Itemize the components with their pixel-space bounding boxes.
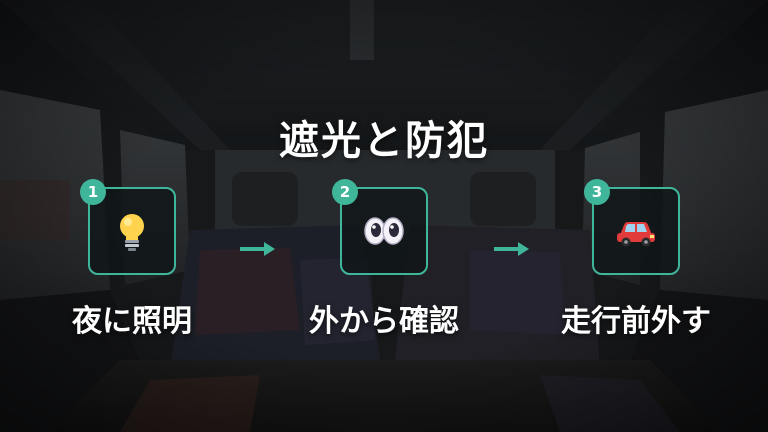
step-1: 1: [80, 179, 176, 275]
page-title: 遮光と防犯: [279, 118, 489, 164]
step-3-box: [592, 187, 680, 275]
step-3-label: 走行前外す: [561, 304, 711, 339]
eyes-icon: [364, 217, 404, 245]
step-1-badge: 1: [80, 179, 106, 205]
lightbulb-icon: [120, 214, 144, 251]
step-2-badge: 2: [332, 179, 358, 205]
step-3: 3: [584, 179, 680, 275]
step-3-badge: 3: [584, 179, 610, 205]
arrow-right-icon: [240, 242, 275, 256]
step-1-label: 夜に照明: [72, 304, 192, 339]
step-2: 2: [332, 179, 428, 275]
car-icon: [617, 222, 655, 247]
arrow-right-icon: [494, 242, 529, 256]
step-2-label: 外から確認: [309, 304, 459, 339]
